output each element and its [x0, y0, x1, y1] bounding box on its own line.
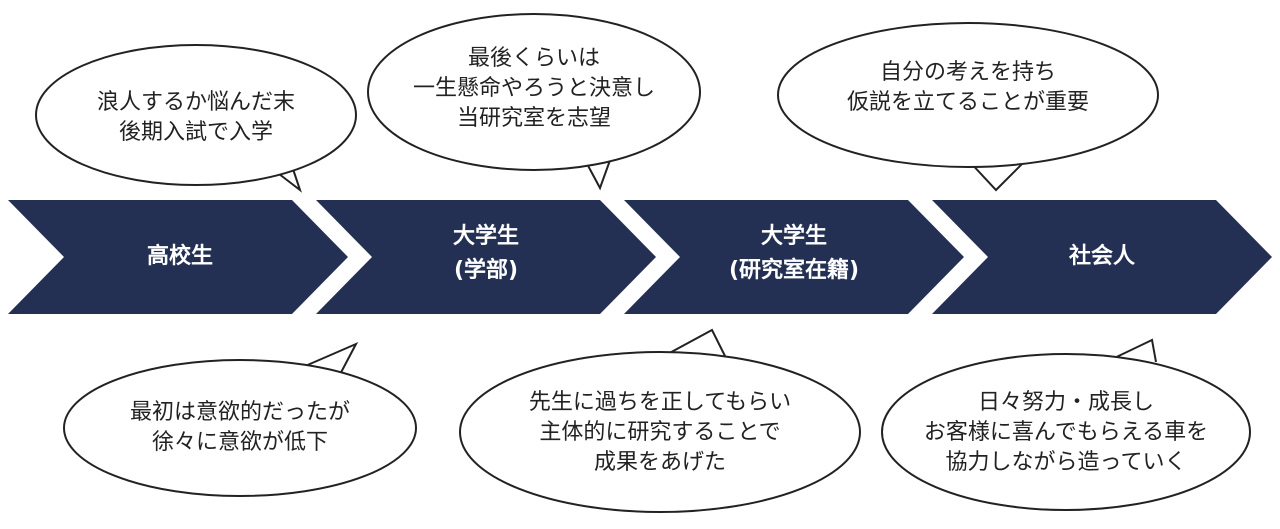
bubble-top-1-text: 浪人するか悩んだ末 後期入試で入学 — [46, 88, 346, 148]
bubble-top-2-line-1: 最後くらいは — [467, 46, 600, 71]
bubble-bottom-1 — [63, 341, 417, 497]
bubble-bottom-2-line-2: 主体的に研究することで — [539, 420, 781, 445]
bubble-top-1-line-1: 浪人するか悩んだ末 — [96, 90, 295, 115]
chevron-graduate-lab — [624, 200, 964, 314]
bubble-top-3-line-1: 自分の考えを持ち — [879, 60, 1056, 85]
stage-label-3-line-1: 大学生 — [760, 224, 827, 249]
bubble-bottom-3-line-3: 協力しながら造っていく — [945, 450, 1187, 475]
bubble-bottom-2-line-3: 成果をあげた — [593, 450, 726, 475]
bubble-top-2 — [367, 13, 701, 191]
chevron-working-adult — [932, 200, 1272, 314]
bubble-top-2-line-2: 一生懸命やろうと決意し — [412, 76, 655, 101]
bubble-bottom-2-text: 先生に過ちを正してもらい 主体的に研究することで 成果をあげた — [480, 388, 840, 478]
bubble-bottom-3 — [881, 338, 1251, 511]
bubble-top-2-line-3: 当研究室を志望 — [456, 106, 611, 131]
bubble-bottom-1-line-2: 徐々に意欲が低下 — [151, 430, 328, 455]
stage-label-3: 大学生 (研究室在籍) — [704, 220, 884, 288]
bubble-bottom-3-text: 日々努力・成長し お客様に喜んでもらえる車を 協力しながら造っていく — [896, 388, 1236, 478]
stage-chevrons — [8, 200, 1272, 314]
stage-label-4-line-1: 社会人 — [1068, 244, 1135, 269]
stage-label-1-line-1: 高校生 — [146, 244, 213, 269]
bubble-bottom-1-line-1: 最初は意欲的だったが — [129, 400, 350, 425]
stage-label-3-line-2: (研究室在籍) — [728, 258, 860, 283]
bubble-top-3 — [777, 22, 1159, 192]
bubble-top-2-text: 最後くらいは 一生懸命やろうと決意し 当研究室を志望 — [374, 44, 694, 134]
bubble-bottom-3-line-1: 日々努力・成長し — [977, 390, 1154, 415]
chevron-high-school — [8, 200, 348, 314]
bubble-bottom-2 — [459, 328, 861, 513]
stage-label-2-line-1: 大学生 — [452, 224, 519, 249]
bubble-top-1-line-2: 後期入試で入学 — [118, 120, 273, 145]
stage-label-1: 高校生 — [110, 240, 250, 274]
chevron-undergraduate — [316, 200, 656, 314]
bubble-top-3-line-2: 仮説を立てることが重要 — [846, 90, 1089, 115]
bubble-top-3-text: 自分の考えを持ち 仮説を立てることが重要 — [808, 58, 1128, 118]
bubble-bottom-1-text: 最初は意欲的だったが 徐々に意欲が低下 — [80, 398, 400, 458]
stage-label-2: 大学生 (学部) — [416, 220, 556, 288]
bubble-bottom-2-line-1: 先生に過ちを正してもらい — [528, 390, 792, 415]
stage-label-4: 社会人 — [1032, 240, 1172, 274]
bubble-top-1 — [35, 44, 357, 193]
stage-label-2-line-2: (学部) — [453, 258, 519, 283]
bubble-bottom-3-line-2: お客様に喜んでもらえる車を — [923, 420, 1209, 445]
